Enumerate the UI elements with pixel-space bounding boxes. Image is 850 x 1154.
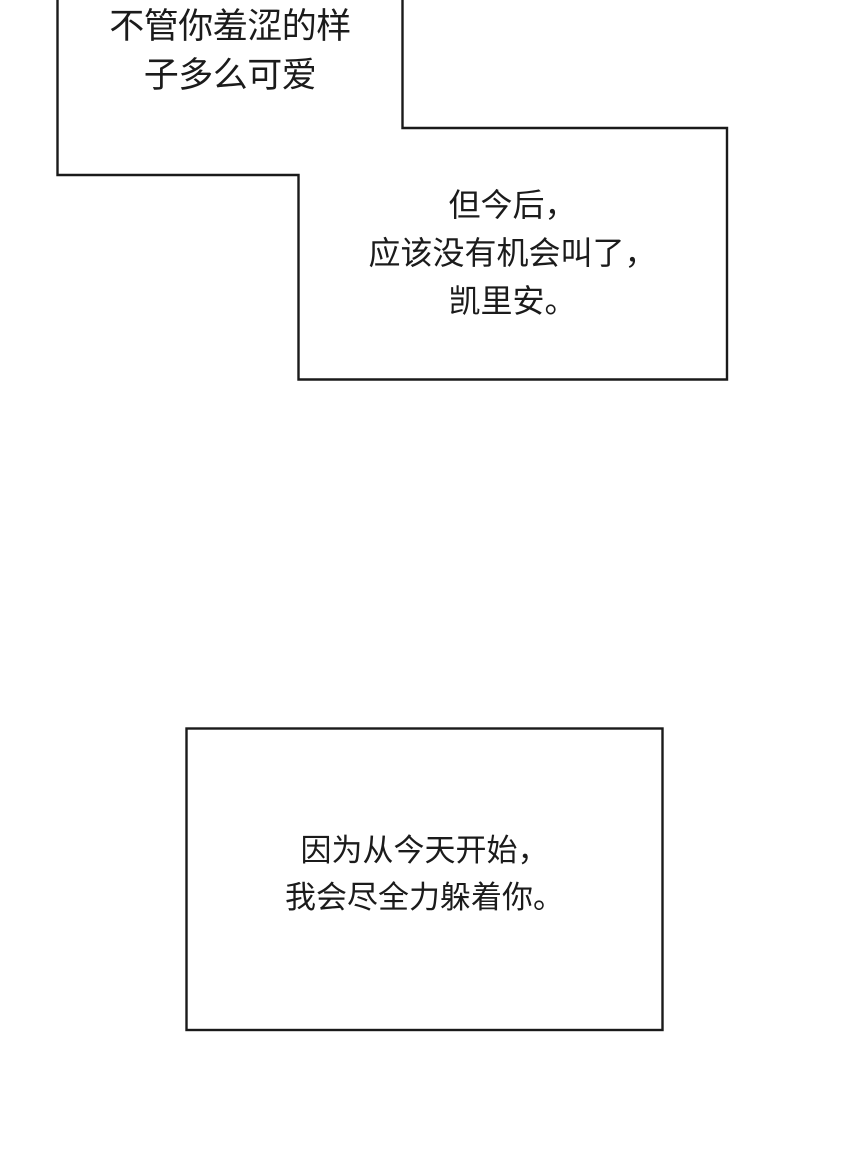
speech-bubble-bottom-text: 因为从今天开始， 我会尽全力躲着你。 <box>186 828 663 922</box>
dialogue-line: 不管你羞涩的样 <box>109 7 351 47</box>
dialogue-line: 应该没有机会叫了， <box>368 234 657 272</box>
dialogue-line: 我会尽全力躲着你。 <box>285 880 564 916</box>
speech-bubble-top-right-text: 但今后， 应该没有机会叫了， 凯里安。 <box>298 181 727 325</box>
merged-top-speech-bubbles-outline <box>56 0 729 381</box>
bottom-speech-bubble-outline <box>185 727 664 1032</box>
dialogue-line: 但今后， <box>448 186 577 224</box>
dialogue-line: 凯里安。 <box>448 282 577 320</box>
dialogue-line: 子多么可爱 <box>143 56 317 96</box>
dialogue-line: 因为从今天开始， <box>300 833 549 869</box>
speech-bubble-top-left-text: 不管你羞涩的样 子多么可爱 <box>57 3 403 101</box>
